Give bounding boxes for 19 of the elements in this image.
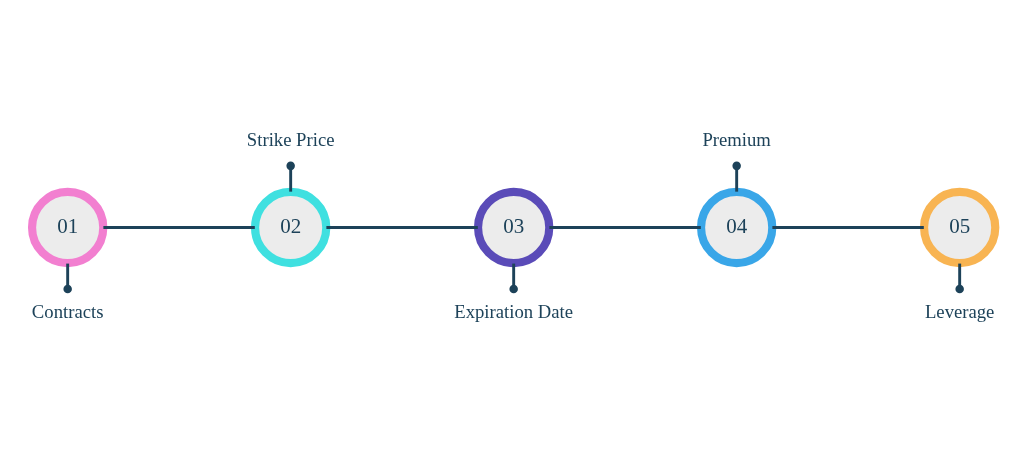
node-circle: 05 — [919, 187, 999, 267]
connector — [325, 225, 478, 229]
node-text: Strike Price — [246, 128, 334, 150]
node-text: Premium — [701, 128, 771, 150]
connector — [954, 263, 964, 293]
node-circle: 04 — [696, 187, 776, 267]
connector — [62, 263, 72, 293]
connector — [548, 225, 701, 229]
node-text: Leverage — [924, 300, 994, 322]
node-circle: 01 — [27, 187, 107, 267]
node-circle: 02 — [250, 187, 330, 267]
node-circle: 03 — [473, 187, 553, 267]
node-text: Contracts — [31, 300, 103, 322]
connector — [771, 225, 924, 229]
connector — [731, 161, 741, 192]
connector — [102, 225, 255, 229]
node-text: Expiration Date — [453, 300, 573, 322]
connector — [285, 161, 295, 192]
connector — [508, 263, 518, 293]
